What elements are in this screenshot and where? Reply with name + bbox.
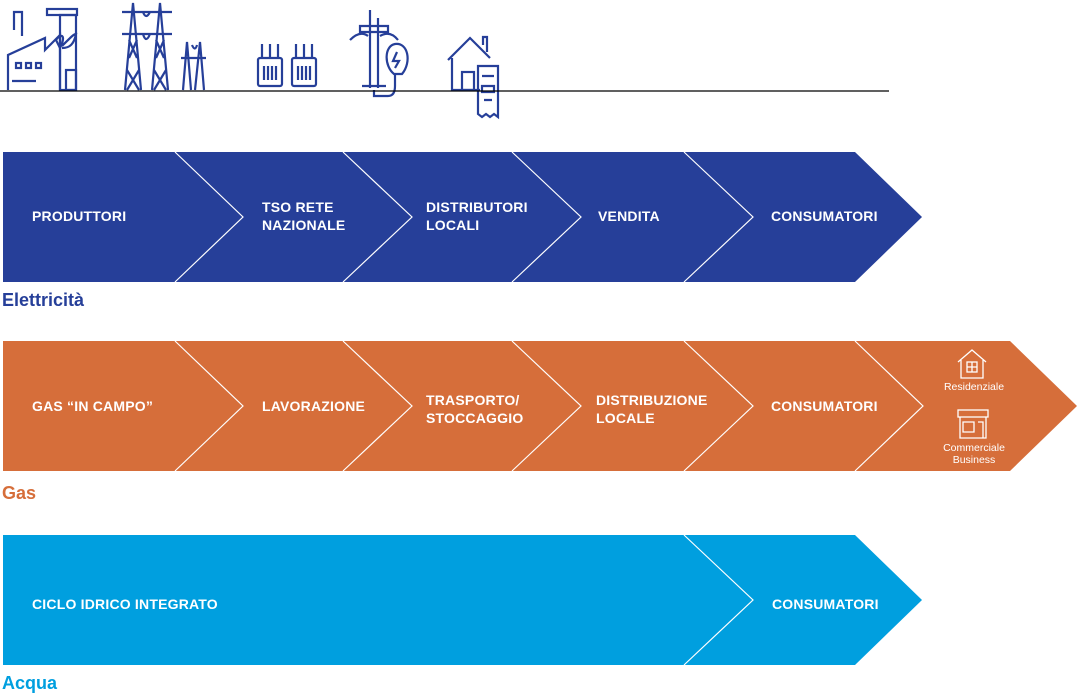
house-bill-icon (447, 35, 500, 120)
gas-consumer-commercial: Commerciale Business (943, 442, 1005, 466)
electricity-step-4: VENDITA (598, 208, 660, 224)
electricity-band (3, 152, 922, 282)
electricity-step-2: TSO RETE NAZIONALE (262, 199, 346, 233)
gas-step-5: CONSUMATORI (771, 398, 878, 414)
gas-step-3: TRASPORTO/ STOCCAGGIO (426, 392, 524, 426)
gas-step-2: LAVORAZIONE (262, 398, 366, 414)
water-title: Acqua (2, 673, 58, 693)
transformer-icon (256, 44, 318, 88)
utility-pole-bulb-icon (349, 10, 409, 98)
electricity-step-5: CONSUMATORI (771, 208, 878, 224)
residential-house-icon (957, 349, 987, 379)
commercial-shop-icon (957, 409, 989, 439)
gas-band (3, 341, 1077, 471)
electricity-step-1: PRODUTTORI (32, 208, 127, 224)
electricity-title: Elettricità (2, 290, 85, 310)
factory-icon (6, 7, 79, 92)
water-band (3, 535, 922, 665)
gas-step-1: GAS “IN CAMPO” (32, 398, 154, 414)
gas-title: Gas (2, 483, 37, 503)
gas-step-4: DISTRIBUZIONE LOCALE (596, 392, 708, 426)
power-tower-icon (122, 2, 206, 91)
gas-consumer-residential: Residenziale (943, 381, 1005, 393)
electricity-step-3: DISTRIBUTORI LOCALI (426, 199, 528, 233)
water-step-2: CONSUMATORI (772, 596, 879, 612)
water-step-1: CICLO IDRICO INTEGRATO (32, 596, 218, 612)
